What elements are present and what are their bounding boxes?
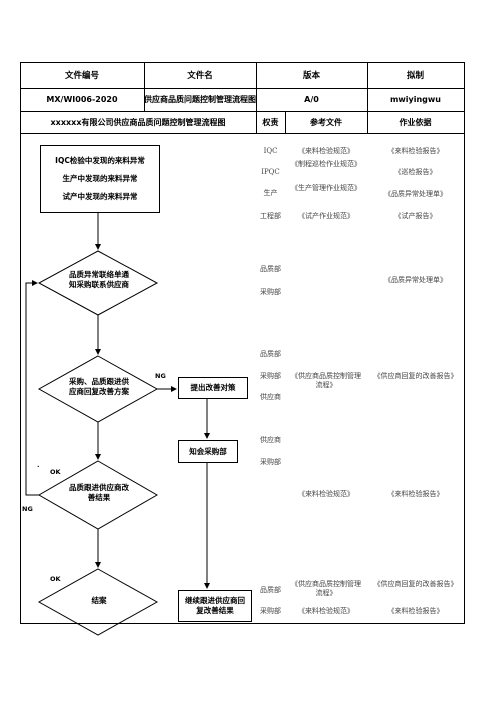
author-label: 拟制 [406,71,424,81]
basis-incoming-report-3: 《来料检验报告》 [387,607,444,615]
resp-quality-1: 品质部 [260,265,281,273]
ref-supplier-process-1: 《供应商品质控制管理流程》 [291,372,361,389]
ref-supplier-process-2: 《供应商品质控制管理流程》 [291,580,361,597]
start-line-2: 生产中发现的来料异常 [62,174,138,184]
start-line-1: IQC检验中发现的来料异常 [55,156,145,166]
ref-production-spec: 《生产管理作业规范》 [291,184,361,192]
decision-1-line-1: 品质异常联络单通 [69,270,129,279]
notify-box: 知会采购部 [178,440,238,463]
version: A/0 [304,95,319,104]
resp-ipqc: IPQC [261,168,280,176]
ref-incoming-spec-1: 《来料检验规范》 [298,147,354,155]
improve-box: 提出改善对策 [178,377,248,399]
decision-1-line-2: 知采购联系供应商 [69,280,129,290]
follow-up-box: 继续跟进供应商回 复改善结果 [178,590,252,622]
decision-2-line-2: 应商回复改善方案 [69,387,129,397]
doc-number: MX/WI006-2020 [46,95,118,104]
ref-incoming-spec-3: 《来料检验规范》 [298,607,354,615]
resp-production: 生产 [263,189,278,197]
resp-purchase-2: 采购部 [260,372,281,380]
basis-trial-report: 《试产报告》 [394,212,437,220]
ok-label-1: OK [50,468,61,476]
start-box: IQC检验中发现的来料异常 生产中发现的来料异常 试产中发现的来料异常 [40,145,160,213]
version-label: 版本 [302,71,320,81]
doc-name-label: 文件名 [187,71,213,81]
author: mwiyingwu [390,95,441,104]
ng-label-2: NG [22,505,33,513]
resp-purchase-3: 采购部 [260,458,281,466]
basis-incoming-report-1: 《来料检验报告》 [387,147,444,155]
start-line-3: 试产中发现的来料异常 [62,191,138,201]
doc-number-label: 文件编号 [64,71,99,81]
basis-incoming-report-2: 《来料检验报告》 [387,490,444,498]
resp-quality-3: 品质部 [260,586,281,594]
resp-purchase-4: 采购部 [260,607,281,615]
end-text: 结案 [91,596,107,605]
resp-supplier-1: 供应商 [260,393,281,401]
ng-label-1: NG [155,372,166,380]
decision-3-line-1: 品质跟进供应商改 [69,483,129,492]
resp-iqc: IQC [263,147,278,155]
follow-up-line-1: 继续跟进供应商回 [185,596,245,606]
ok-label-2: OK [50,575,61,583]
basis-patrol-report: 《巡检报告》 [394,168,437,176]
decision-2-line-1: 采购、品质跟进供 [69,377,129,386]
ref-trial-spec: 《试产作业规范》 [298,212,354,220]
basis-supplier-improve-report-1: 《供应商回复的改善报告》 [373,372,458,380]
decision-3-text: 品质跟进供应商改 善结果 [44,483,154,503]
follow-up-line-2: 复改善结果 [196,606,234,615]
resp-supplier-2: 供应商 [260,436,281,444]
resp-engineering: 工程部 [260,212,281,220]
ref-patrol-spec: 《制程巡检作业规范》 [291,160,361,168]
flow-title: xxxxxx有限公司供应商品质问题控制管理流程图 [50,117,226,127]
basis-supplier-improve-report-2: 《供应商回复的改善报告》 [373,580,458,588]
decision-2-text: 采购、品质跟进供 应商回复改善方案 [44,377,154,397]
basis-abnormal-form-2: 《品质异常处理单》 [384,276,447,284]
end-diamond [37,568,159,636]
basis-abnormal-form-1: 《品质异常处理单》 [384,190,447,198]
responsibility-header: 权责 [262,117,279,127]
decision-1-text: 品质异常联络单通 知采购联系供应商 [44,270,154,290]
resp-purchase-1: 采购部 [260,288,281,296]
ref-incoming-spec-2: 《来料检验规范》 [298,490,354,498]
resp-quality-2: 品质部 [260,350,281,358]
decision-3-line-2: 善结果 [87,493,111,503]
basis-header: 作业依据 [399,117,432,127]
doc-name: 供应商品质问题控制管理流程图 [144,95,256,104]
reference-header: 参考文件 [310,117,342,127]
dot-mark: . [37,461,40,469]
